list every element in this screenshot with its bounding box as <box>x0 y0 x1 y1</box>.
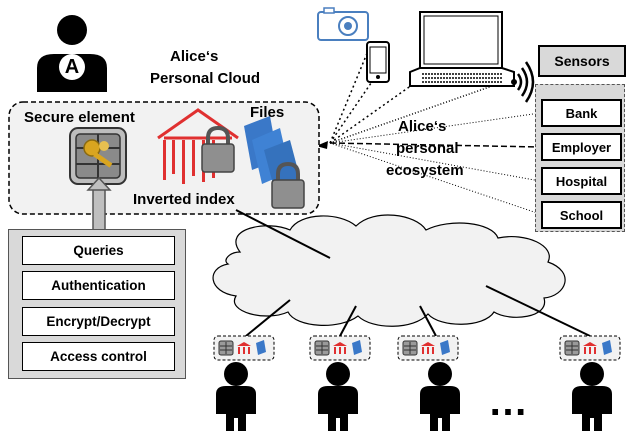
files-label: Files <box>250 104 285 121</box>
secure-element-label: Secure element <box>24 109 135 126</box>
laptop-icon <box>409 11 515 87</box>
menu-item-authentication: Authentication <box>22 271 175 300</box>
node-card <box>309 335 371 361</box>
ecosystem-label-line2: personal <box>396 140 459 157</box>
person-icon <box>318 362 358 431</box>
phone-icon <box>366 41 390 83</box>
link-node-3 <box>419 305 437 337</box>
ecosystem-label-line1: Alice‘s <box>398 118 447 135</box>
source-hospital: Hospital <box>541 167 622 195</box>
camera-icon <box>317 7 369 41</box>
alice-person-icon <box>37 15 107 92</box>
node-card <box>213 335 275 361</box>
wifi-icon <box>511 61 535 103</box>
link-node-4 <box>485 285 591 337</box>
inverted-index-label: Inverted index <box>133 191 235 208</box>
personal-cloud-title-line1: Alice‘s <box>170 48 219 65</box>
source-school: School <box>541 201 622 229</box>
link-cloud <box>235 209 331 259</box>
ecosystem-label-line3: ecosystem <box>386 162 464 179</box>
person-icon <box>420 362 460 431</box>
link-employer <box>329 142 541 148</box>
source-bank: Bank <box>541 99 622 127</box>
services-panel: Queries Authentication Encrypt/Decrypt A… <box>8 229 186 379</box>
link-node-2 <box>339 305 357 337</box>
key-icon <box>83 139 113 168</box>
link-laptop <box>329 84 413 144</box>
node-card <box>559 335 621 361</box>
menu-item-access-control: Access control <box>22 342 175 371</box>
lock-icon <box>201 125 235 173</box>
lock-icon <box>271 161 305 209</box>
cloud-icon <box>212 214 566 327</box>
menu-item-queries: Queries <box>22 236 175 265</box>
link-camera <box>329 50 369 144</box>
person-icon <box>572 362 612 431</box>
node-card <box>397 335 459 361</box>
alice-badge <box>59 54 85 80</box>
arrow-tip <box>86 176 112 191</box>
arrow-head <box>316 141 328 149</box>
arrow-shaft <box>92 187 106 231</box>
personal-cloud-title-line2: Personal Cloud <box>150 70 261 87</box>
menu-item-encrypt-decrypt: Encrypt/Decrypt <box>22 307 175 336</box>
link-sensors <box>329 78 513 144</box>
link-node-1 <box>245 299 291 337</box>
person-icon <box>216 362 256 431</box>
source-employer: Employer <box>541 133 622 161</box>
alice-initial: A <box>64 56 80 78</box>
link-hospital <box>329 142 541 182</box>
link-school <box>329 142 541 215</box>
sensors-box: Sensors <box>538 45 626 77</box>
more-users-ellipsis: … <box>488 380 528 424</box>
